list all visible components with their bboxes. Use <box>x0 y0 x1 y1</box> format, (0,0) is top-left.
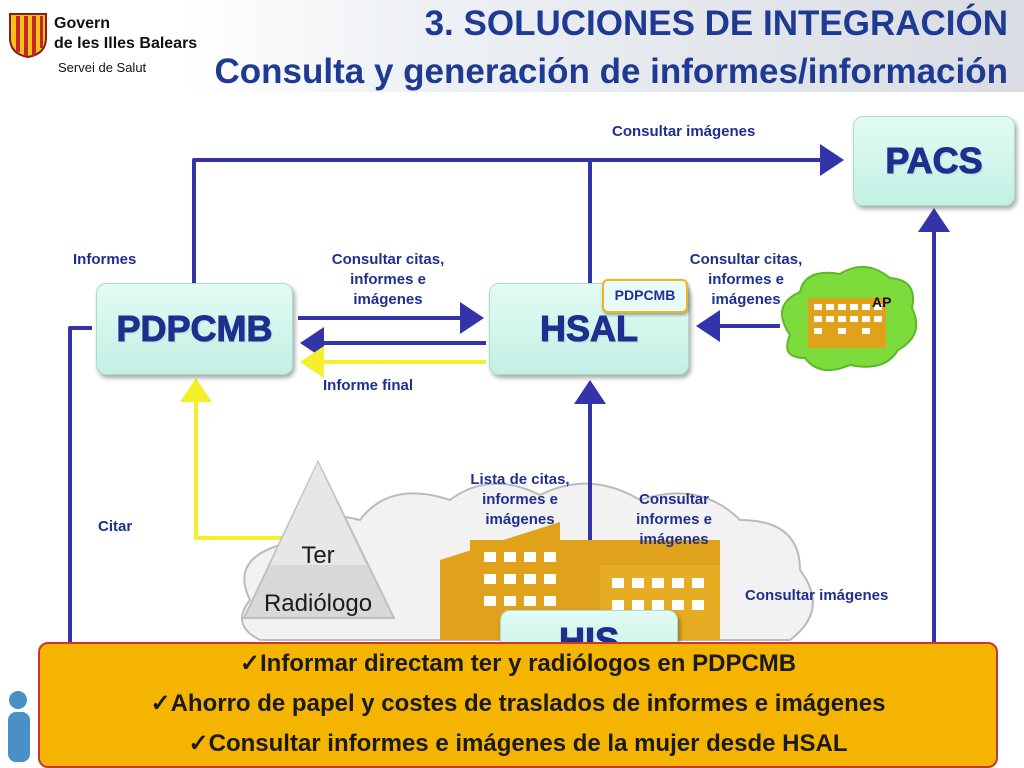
label-consultar-citas-right: Consultar citas, informes e imágenes <box>656 250 836 310</box>
label-line: Lista de citas, <box>470 471 570 488</box>
arrow-ter-to-pdpcmb <box>180 378 290 540</box>
header-bar: Govern de les Illes Balears Servei de Sa… <box>0 0 1024 92</box>
hsal-label: HSAL <box>540 308 639 350</box>
label-line: Consultar citas, <box>331 251 445 268</box>
ap-cloud-icon <box>781 266 918 372</box>
pacs-label: PACS <box>885 140 983 182</box>
label-consultar-citas-left: Consultar citas, informes e imágenes <box>298 250 478 310</box>
line-citar <box>68 326 92 645</box>
label-line: informes e <box>636 511 712 528</box>
pdpcmb-node: PDPCMB <box>96 283 293 375</box>
person-icon <box>8 691 30 762</box>
summary-item: ✓Ahorro de papel y costes de traslados d… <box>150 690 886 717</box>
pdpcmb-tag: PDPCMB <box>602 279 688 313</box>
label-informes: Informes <box>73 251 137 268</box>
hsal-node: HSAL <box>489 283 689 375</box>
pdpcmb-label: PDPCMB <box>116 308 273 350</box>
label-line: imágenes <box>353 291 423 308</box>
org-name-line1: Govern <box>54 15 111 32</box>
label-line: imágenes <box>711 291 781 308</box>
radiologo-label: Radiólogo <box>263 590 373 617</box>
coat-of-arms-icon <box>9 13 47 58</box>
summary-item: ✓Informar directam ter y radiólogos en P… <box>239 650 797 677</box>
label-consultar-informes: Consultar informes e imágenes <box>594 490 754 550</box>
pacs-node: PACS <box>853 116 1015 206</box>
label-line: informes e <box>708 271 784 288</box>
label-line: informes e <box>350 271 426 288</box>
slide-title: 3. SOLUCIONES DE INTEGRACIÓN <box>424 4 1008 43</box>
govern-logo: Govern de les Illes Balears Servei de Sa… <box>6 8 216 84</box>
slide-subtitle: Consulta y generación de informes/inform… <box>214 52 1008 91</box>
summary-item: ✓Consultar informes e imágenes de la muj… <box>188 730 848 757</box>
label-consultar-imagenes-top: Consultar imágenes <box>612 123 756 140</box>
label-consultar-imagenes-bottom: Consultar imágenes <box>745 587 889 604</box>
label-line: imágenes <box>639 531 709 548</box>
arrow-pdpcmb-to-pacs <box>192 144 844 285</box>
label-informe-final: Informe final <box>323 377 414 394</box>
label-citar: Citar <box>98 518 133 535</box>
label-lista-citas: Lista de citas, informes e imágenes <box>430 470 610 530</box>
label-line: Consultar <box>638 491 709 508</box>
label-line: informes e <box>482 491 558 508</box>
label-line: Consultar citas, <box>689 251 803 268</box>
summary-box: ✓Informar directam ter y radiólogos en P… <box>38 642 998 768</box>
org-name-line3: Servei de Salut <box>58 60 147 75</box>
ap-label: AP <box>872 294 892 310</box>
org-name-line2: de les Illes Balears <box>54 35 198 52</box>
ter-label: Ter <box>301 542 335 569</box>
label-line: imágenes <box>485 511 555 528</box>
